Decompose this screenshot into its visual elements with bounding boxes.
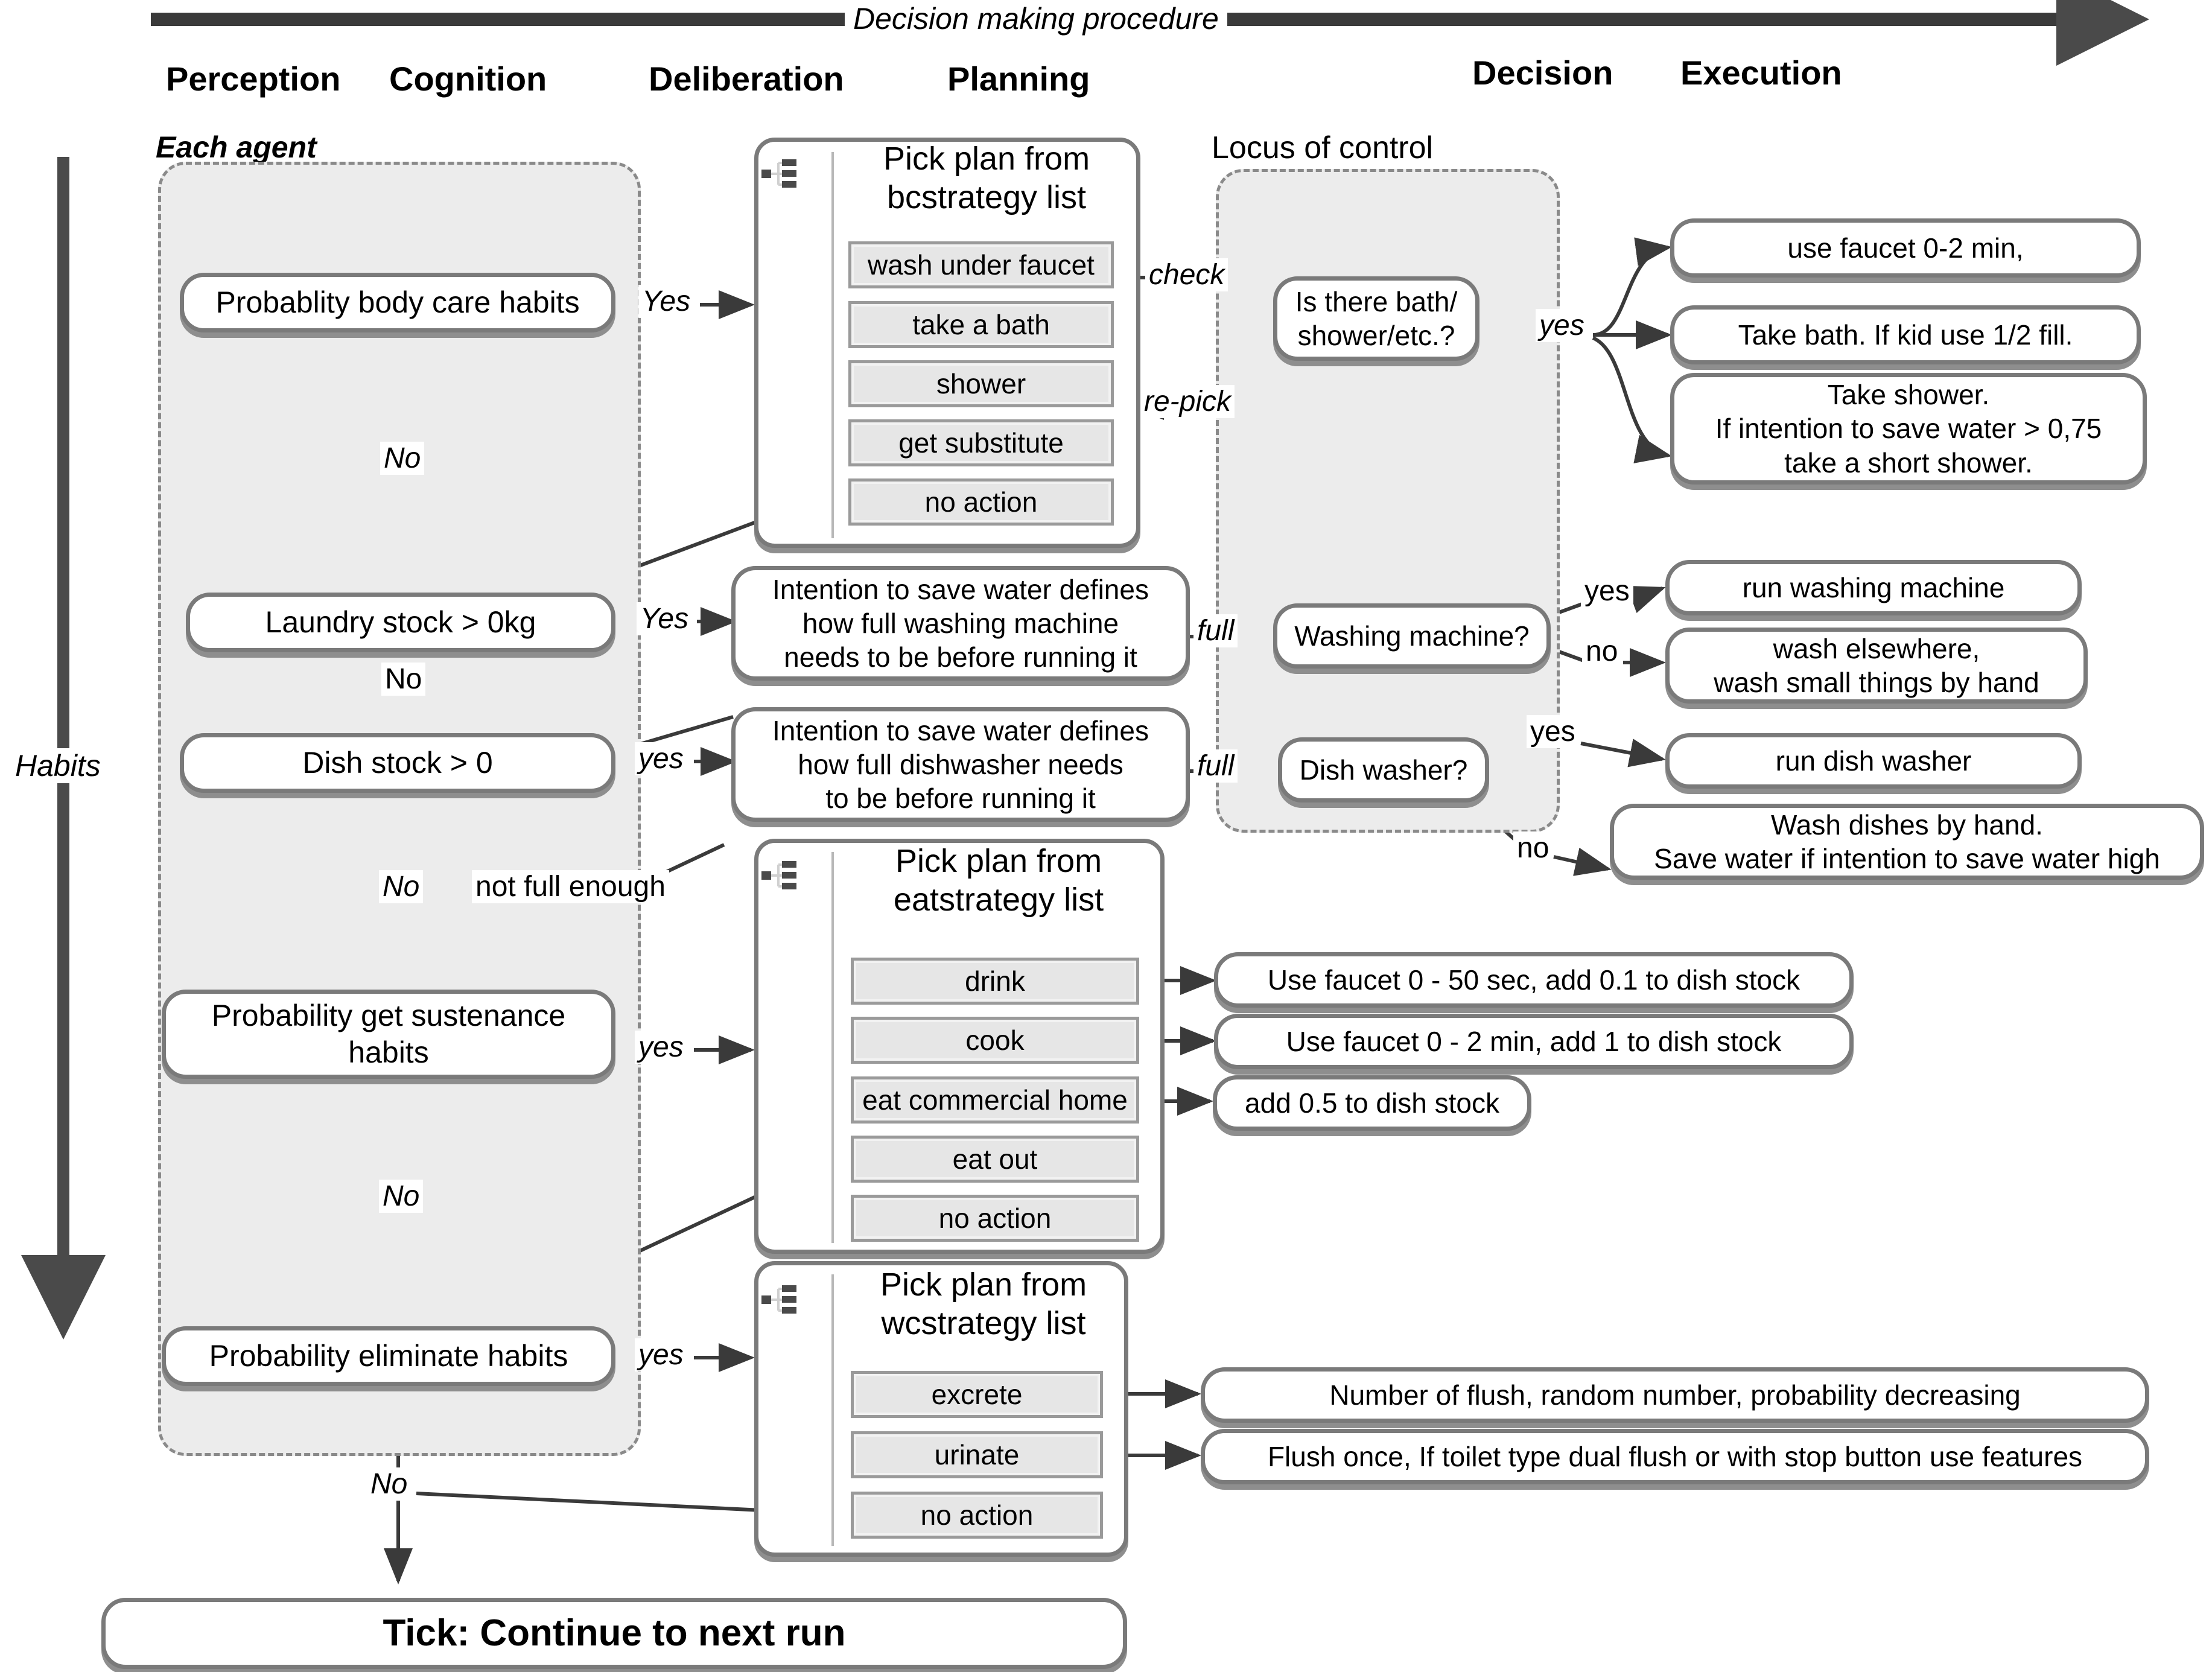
edge-label-dish-no: No — [379, 870, 424, 903]
edge-label-not-full-enough: not full enough — [472, 870, 669, 903]
node-exec-run-washing-machine[interactable]: run washing machine — [1665, 560, 2082, 615]
node-exec-take-bath[interactable]: Take bath. If kid use 1/2 fill. — [1670, 305, 2141, 364]
plan-item-take-a-bath[interactable]: take a bath — [848, 301, 1114, 348]
node-exec-faucet-2min[interactable]: Use faucet 0 - 2 min, add 1 to dish stoc… — [1214, 1014, 1854, 1069]
each-agent-group-label: Each agent — [156, 130, 317, 164]
column-header-execution: Execution — [1680, 54, 1842, 92]
plan-item-urinate[interactable]: urinate — [851, 1431, 1103, 1478]
column-header-cognition: Cognition — [389, 60, 547, 98]
plan-divider-1 — [831, 152, 834, 538]
node-exec-run-dish-washer[interactable]: run dish washer — [1665, 733, 2082, 789]
node-exec-use-faucet-0-2min[interactable]: use faucet 0-2 min, — [1670, 218, 2141, 278]
plan-title-wcstrategy: Pick plan from wcstrategy list — [880, 1267, 1087, 1341]
node-intention-dishwasher[interactable]: Intention to save water defines how full… — [731, 707, 1190, 822]
plan-title-bcstrategy: Pick plan from bcstrategy list — [883, 141, 1090, 215]
edge-label-laundry-yes: Yes — [637, 602, 693, 635]
plan-item-drink[interactable]: drink — [851, 958, 1139, 1005]
edge-label-bath-yes: yes — [1536, 309, 1588, 342]
edge-label-wm-full: full — [1193, 614, 1238, 647]
each-agent-group — [158, 162, 641, 1456]
plan-item-shower[interactable]: shower — [848, 360, 1114, 407]
node-intention-washing-machine[interactable]: Intention to save water defines how full… — [731, 566, 1190, 681]
habits-axis-label: Habits — [15, 748, 101, 783]
plan-title-eatstrategy: Pick plan from eatstrategy list — [893, 843, 1104, 918]
node-dish-washer-question[interactable]: Dish washer? — [1278, 737, 1489, 803]
edge-label-dw-no: no — [1513, 831, 1553, 865]
edge-label-dw-yes: yes — [1527, 715, 1579, 748]
node-exec-take-shower[interactable]: Take shower. If intention to save water … — [1670, 373, 2147, 485]
tree-hierarchy-icon — [761, 158, 799, 192]
edge-label-dw-full: full — [1193, 749, 1238, 783]
plan-item-eat-commercial-home[interactable]: eat commercial home — [851, 1076, 1139, 1124]
edge-label-eliminate-no: No — [367, 1467, 412, 1501]
edge-label-dish-yes: yes — [635, 742, 687, 775]
plan-item-eat-out[interactable]: eat out — [851, 1136, 1139, 1183]
top-arrow-label: Decision making procedure — [845, 1, 1227, 36]
edge-label-bc-yes: Yes — [638, 285, 694, 318]
node-exec-wash-elsewhere[interactable]: wash elsewhere, wash small things by han… — [1665, 628, 2088, 704]
edge-label-sustenance-no: No — [379, 1180, 424, 1213]
node-probability-body-care-habits[interactable]: Probablity body care habits — [180, 273, 615, 332]
tree-hierarchy-icon-eat — [761, 860, 799, 894]
plan-item-no-action-wc[interactable]: no action — [851, 1492, 1103, 1539]
node-exec-add-0-5-dish-stock[interactable]: add 0.5 to dish stock — [1213, 1075, 1531, 1131]
edge-label-laundry-no: No — [381, 663, 426, 696]
plan-divider-3 — [831, 1274, 834, 1546]
plan-item-get-substitute[interactable]: get substitute — [848, 419, 1114, 466]
plan-item-cook[interactable]: cook — [851, 1017, 1139, 1064]
node-exec-number-of-flush[interactable]: Number of flush, random number, probabil… — [1201, 1367, 2149, 1423]
node-exec-wash-dishes-by-hand[interactable]: Wash dishes by hand. Save water if inten… — [1610, 804, 2204, 880]
edge-label-sustenance-yes: yes — [635, 1031, 687, 1064]
plan-item-no-action-bc[interactable]: no action — [848, 478, 1114, 526]
column-header-deliberation: Deliberation — [649, 60, 844, 98]
locus-of-control-group — [1216, 169, 1560, 833]
node-probability-eliminate-habits[interactable]: Probability eliminate habits — [162, 1326, 615, 1386]
plan-item-no-action-eat[interactable]: no action — [851, 1195, 1139, 1242]
node-is-there-bath-shower[interactable]: Is there bath/ shower/etc.? — [1273, 276, 1479, 361]
edge-label-re-pick: re-pick — [1140, 385, 1235, 418]
node-probability-get-sustenance-habits[interactable]: Probability get sustenance habits — [162, 990, 615, 1079]
edge-label-eliminate-yes: yes — [635, 1338, 687, 1372]
plan-item-excrete[interactable]: excrete — [851, 1371, 1103, 1418]
plan-item-wash-under-faucet[interactable]: wash under faucet — [848, 241, 1114, 288]
edge-label-wm-no: no — [1582, 635, 1622, 668]
column-header-decision: Decision — [1472, 54, 1613, 92]
node-dish-stock[interactable]: Dish stock > 0 — [180, 733, 615, 793]
plan-divider-2 — [831, 852, 834, 1243]
edge-label-wm-yes: yes — [1581, 574, 1633, 608]
node-washing-machine-question[interactable]: Washing machine? — [1273, 603, 1551, 669]
edge-label-check: check — [1145, 258, 1228, 291]
node-tick-continue[interactable]: Tick: Continue to next run — [101, 1598, 1127, 1669]
node-laundry-stock[interactable]: Laundry stock > 0kg — [186, 593, 615, 652]
column-header-planning: Planning — [947, 60, 1090, 98]
column-header-perception: Perception — [166, 60, 341, 98]
node-exec-faucet-50sec[interactable]: Use faucet 0 - 50 sec, add 0.1 to dish s… — [1214, 952, 1854, 1008]
node-exec-flush-once[interactable]: Flush once, If toilet type dual flush or… — [1201, 1429, 2149, 1484]
edge-label-bc-no: No — [380, 442, 425, 475]
tree-hierarchy-icon-wc — [761, 1284, 799, 1318]
locus-of-control-group-label: Locus of control — [1212, 130, 1434, 165]
